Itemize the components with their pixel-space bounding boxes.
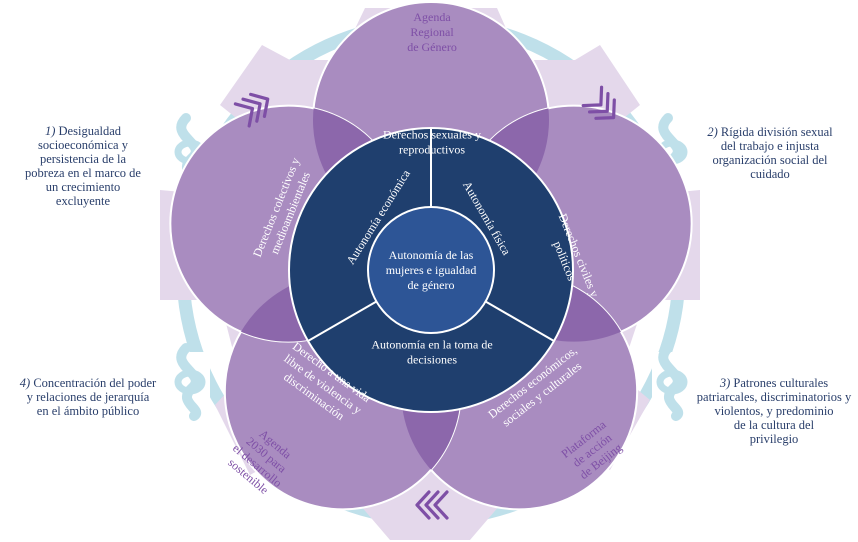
challenge-number: 2) — [707, 125, 721, 139]
challenge-number: 1) — [44, 124, 59, 138]
challenge-line: persistencia de la — [39, 152, 127, 166]
challenge-line: un crecimiento — [45, 180, 121, 194]
challenge-line: y relaciones de jerarquía — [26, 390, 150, 404]
knot-icon — [652, 343, 692, 421]
challenge-line: de la cultura del — [733, 418, 815, 432]
challenge-line: del trabajo e injusta — [720, 139, 820, 153]
chevron-right-icon — [233, 92, 270, 128]
challenge-number: 3) — [719, 376, 734, 390]
challenge-line: organización social del — [712, 153, 828, 167]
challenge-line: 3) Patrones culturales — [719, 376, 829, 390]
challenge-line: en el ámbito público — [36, 404, 140, 418]
chevron-right-icon — [581, 85, 616, 120]
knot-icon — [170, 343, 210, 421]
challenge-line: socioeconómica y — [38, 138, 128, 152]
challenge-line: cuidado — [750, 167, 790, 181]
challenge-line: pobreza en el marco de — [25, 166, 141, 180]
segment-divider — [307, 300, 377, 342]
challenge-line: violentos, y predominio — [714, 404, 834, 418]
segment-divider — [485, 300, 555, 342]
challenge-line: 2) Rígida división sexual — [707, 125, 833, 139]
chevron-left-icon — [415, 490, 449, 520]
challenge-line: 4) Concentración del poder — [19, 376, 157, 390]
challenge-number: 4) — [19, 376, 34, 390]
challenge-line: patriarcales, discriminatorios y — [696, 390, 852, 404]
challenge-line: privilegio — [749, 432, 799, 446]
challenge-line: 1) Desigualdad — [44, 124, 122, 138]
center-disc — [367, 206, 495, 334]
challenge-line: excluyente — [55, 194, 111, 208]
